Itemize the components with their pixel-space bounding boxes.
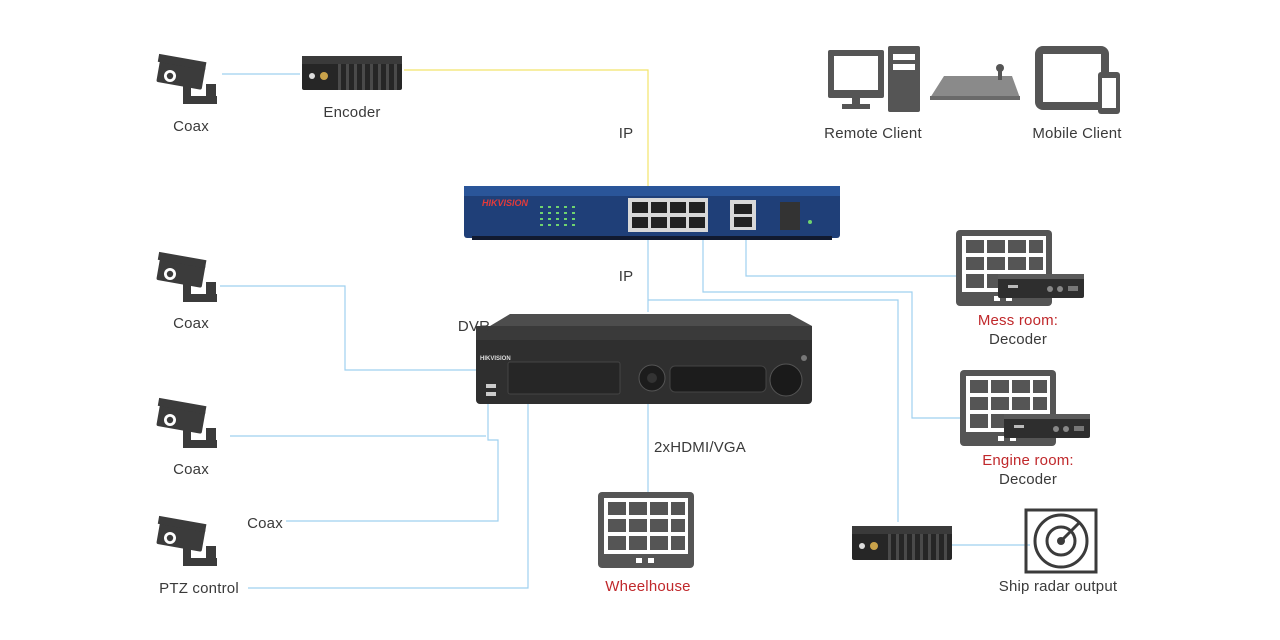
engine-room-label: Engine room: Decoder [982, 452, 1074, 488]
dvr-label: DVR [457, 318, 491, 335]
dvr-brand-text: HIKVISION [480, 356, 511, 362]
coax-camera-2-icon [156, 251, 217, 302]
ptz-camera-icon [156, 515, 217, 566]
ship-radar-label: Ship radar output [998, 578, 1118, 595]
hdmi-vga-label: 2xHDMI/VGA [653, 439, 747, 456]
ship-radar-icon [1024, 508, 1098, 574]
switch-brand-text: HIKVISION [482, 198, 529, 208]
dvr-device-icon: HIKVISION [476, 314, 812, 404]
network-switch-icon: HIKVISION [464, 186, 840, 240]
coax-camera-3-icon [156, 397, 217, 448]
mobile-client-label: Mobile Client [1032, 125, 1122, 142]
encoder-label: Encoder [323, 104, 381, 121]
engine-room-role: Decoder [998, 471, 1058, 488]
coax-label-2: Coax [173, 315, 209, 332]
wheelhouse-label: Wheelhouse [605, 578, 691, 595]
ip-label-mid: IP [618, 268, 634, 285]
mess-room-decoder-icon [956, 230, 1084, 306]
radar-encoder-device-icon [852, 526, 952, 560]
mess-room-role: Decoder [988, 331, 1048, 348]
remote-client-label: Remote Client [824, 125, 922, 142]
engine-room-title: Engine room: [982, 452, 1074, 469]
control-keyboard-icon [930, 64, 1020, 100]
coax-camera-1-icon [156, 53, 217, 104]
mess-room-title: Mess room: [977, 312, 1059, 329]
mess-room-label: Mess room: Decoder [978, 312, 1058, 348]
encoder-device-icon [302, 56, 402, 90]
mobile-client-icon [1035, 46, 1120, 114]
remote-client-icon [828, 46, 920, 112]
ptz-control-label: PTZ control [159, 580, 239, 597]
coax-label-3: Coax [173, 461, 209, 478]
ip-connection-lines [404, 69, 649, 190]
ip-label-top: IP [618, 125, 634, 142]
engine-room-decoder-icon [960, 370, 1090, 446]
coax-label-1: Coax [173, 118, 209, 135]
cable-connection-lines [220, 73, 1030, 589]
wheelhouse-monitor-icon [598, 492, 694, 568]
coax-label-4: Coax [247, 515, 283, 532]
